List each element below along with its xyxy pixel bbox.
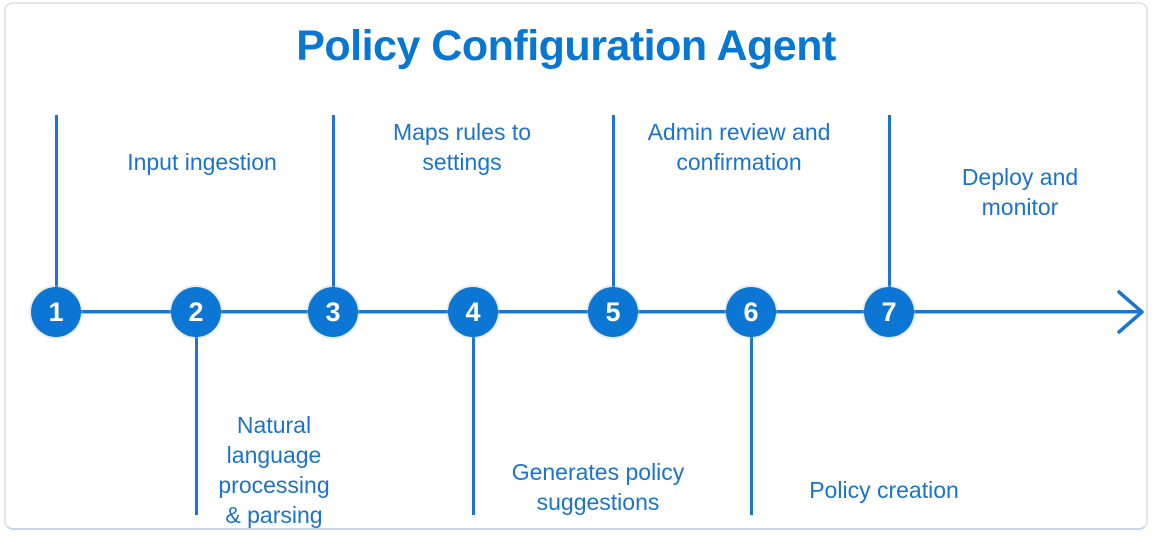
step-number-4: 4 [465, 296, 481, 327]
step-label-5: Admin review and confirmation [647, 119, 831, 175]
stem-step-4 [472, 312, 475, 515]
step-node-1: 1 [31, 287, 81, 337]
step-label-2: Natural language processing & parsing [218, 412, 330, 528]
step-label-1: Input ingestion [127, 149, 277, 175]
step-label-6: Policy creation [809, 477, 959, 503]
step-node-2: 2 [171, 287, 221, 337]
step-number-1: 1 [48, 296, 64, 327]
step-label-3: Maps rules to settings [392, 119, 532, 175]
step-label-7: Deploy and monitor [961, 164, 1079, 220]
stem-step-3 [332, 115, 335, 312]
stem-step-1 [55, 115, 58, 312]
arrow-right-icon [1117, 290, 1144, 334]
step-number-2: 2 [188, 296, 204, 327]
stem-step-5 [612, 115, 615, 312]
stem-step-6 [750, 312, 753, 515]
stem-step-2 [195, 312, 198, 515]
diagram-card: Policy Configuration Agent 1 2 3 4 5 6 7… [4, 2, 1148, 530]
step-node-4: 4 [448, 287, 498, 337]
step-node-7: 7 [864, 287, 914, 337]
step-number-7: 7 [881, 296, 897, 327]
step-number-6: 6 [743, 296, 759, 327]
step-label-4: Generates policy suggestions [511, 459, 685, 515]
stem-step-7 [888, 115, 891, 312]
diagram-title: Policy Configuration Agent [296, 22, 836, 70]
step-node-6: 6 [726, 287, 776, 337]
step-number-5: 5 [605, 296, 621, 327]
step-number-3: 3 [325, 296, 341, 327]
step-node-3: 3 [308, 287, 358, 337]
step-node-5: 5 [588, 287, 638, 337]
